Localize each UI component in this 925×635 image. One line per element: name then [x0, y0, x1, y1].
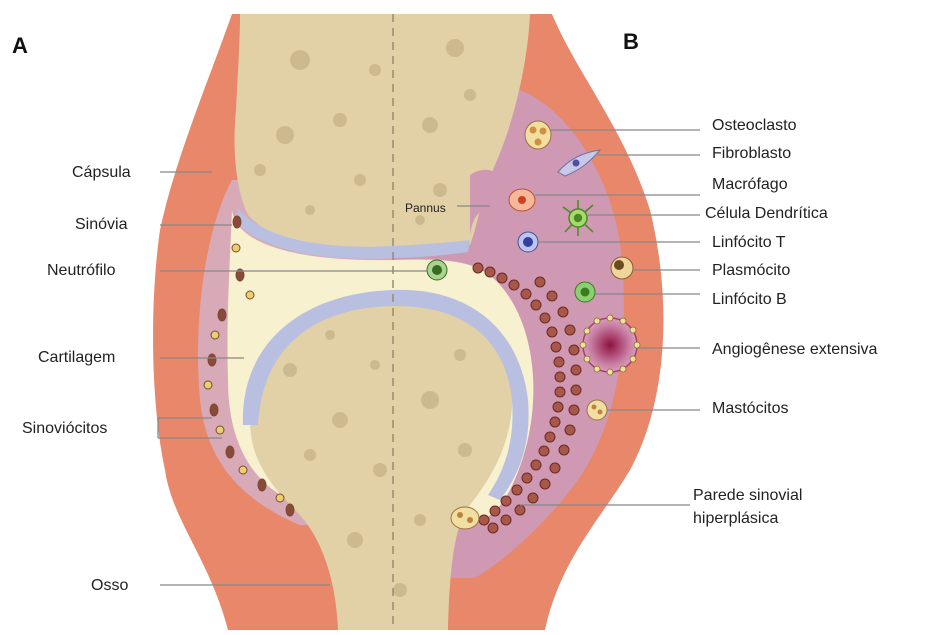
panel-label-b: B [623, 29, 639, 55]
label-hyperplastic-wall-line1: Parede sinovial [693, 486, 802, 505]
label-hyperplastic-wall-line2: hiperplásica [693, 509, 778, 528]
label-cartilage: Cartilagem [38, 348, 115, 367]
osteoclast [525, 121, 551, 149]
t-lymphocyte [518, 232, 538, 252]
macrophage [509, 189, 535, 211]
label-dendritic-cell: Célula Dendrítica [705, 204, 828, 223]
label-synoviocytes: Sinoviócitos [22, 419, 107, 438]
mast-cell [587, 400, 607, 420]
label-fibroblast: Fibroblasto [712, 144, 791, 163]
label-mast-cells: Mastócitos [712, 399, 788, 418]
label-synovium: Sinóvia [75, 215, 127, 234]
label-plasma-cell: Plasmócito [712, 261, 790, 280]
b-lymphocyte [575, 282, 595, 302]
neutrophil [427, 260, 447, 280]
plasma-cell [611, 257, 633, 279]
label-capsule: Cápsula [72, 163, 131, 182]
label-neutrophil: Neutrófilo [47, 261, 115, 280]
bottom-osteoclast-cluster [451, 507, 479, 529]
label-angiogenesis: Angiogênese extensiva [712, 340, 877, 359]
label-b-lymphocyte: Linfócito B [712, 290, 787, 309]
panel-label-a: A [12, 33, 28, 59]
label-bone: Osso [91, 576, 128, 595]
label-macrophage: Macrófago [712, 175, 788, 194]
label-pannus: Pannus [405, 199, 446, 218]
label-t-lymphocyte: Linfócito T [712, 233, 786, 252]
label-osteoclast: Osteoclasto [712, 116, 796, 135]
